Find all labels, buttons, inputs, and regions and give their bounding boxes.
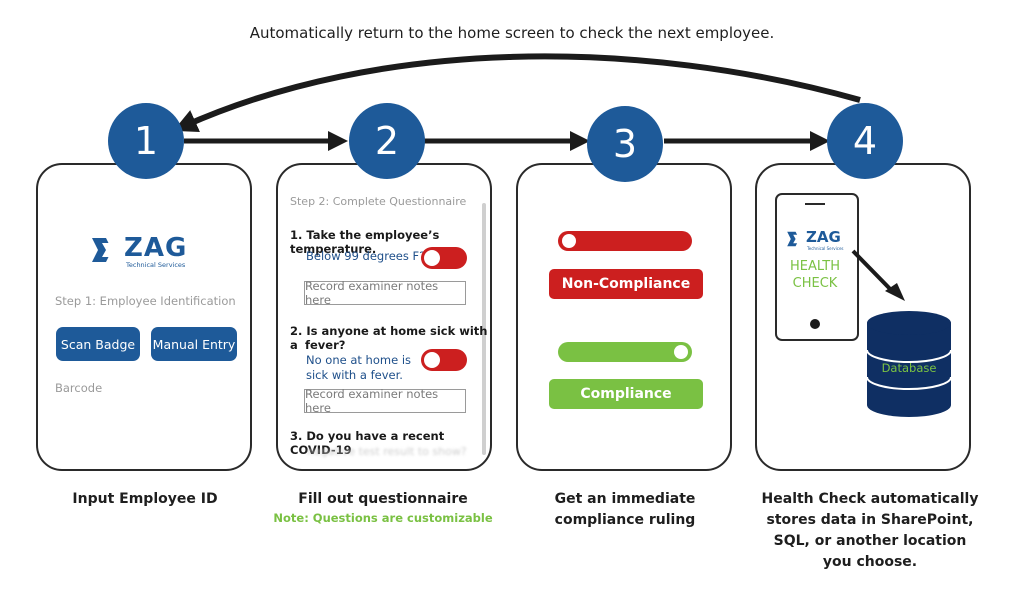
zag-logo-small-icon <box>787 231 801 247</box>
step-2-title: Step 2: Complete Questionnaire <box>290 195 467 208</box>
step-4-label-line-2: stores data in SharePoint, <box>766 512 974 528</box>
phone-frame: ZAG Technical Services HEALTH CHECK <box>775 193 859 341</box>
health-check-line-1: HEALTH <box>789 259 841 274</box>
phone-speaker <box>805 203 825 205</box>
question-2-line-1: 2. Is anyone at home sick with a <box>290 324 488 352</box>
question-2-toggle[interactable] <box>421 349 467 371</box>
phone-home-button <box>810 319 820 329</box>
question-2-line-2: fever? <box>305 338 346 352</box>
noncompliance-badge: Non-Compliance <box>549 269 703 299</box>
barcode-label: Barcode <box>55 381 103 395</box>
question-1: 1. Take the employee’s temperature. <box>290 228 440 256</box>
compliance-badge: Compliance <box>549 379 703 409</box>
step-1-circle: 1 <box>108 103 184 179</box>
scan-badge-button[interactable]: Scan Badge <box>56 327 140 361</box>
question-3: 3. Do you have a recent COVID-19 <box>290 429 445 457</box>
card-step-1: ZAG Technical Services Step 1: Employee … <box>36 163 252 471</box>
step-2-label: Fill out questionnaire <box>298 491 468 507</box>
step-4-label-line-1: Health Check automatically <box>761 491 979 507</box>
question-2-option-line-1: No one at home is <box>306 353 412 367</box>
question-2-option-line-2: sick with a fever. <box>306 368 403 382</box>
phone-to-database-arrow <box>851 249 905 301</box>
card-step-4: ZAG Technical Services HEALTH CHECK Data… <box>755 163 971 471</box>
zag-logo-icon <box>92 238 114 262</box>
database-icon <box>866 311 952 417</box>
scrollbar[interactable] <box>482 203 486 455</box>
question-1-option: Below 99 degrees F? <box>306 249 426 263</box>
health-check-line-2: CHECK <box>792 276 838 291</box>
return-arrow <box>173 53 861 133</box>
noncompliance-toggle[interactable] <box>558 231 692 251</box>
return-caption: Automatically return to the home screen … <box>249 24 775 42</box>
question-1-notes-input[interactable]: Record examiner notes here <box>304 279 466 307</box>
step-4-label-line-3: SQL, or another location <box>773 533 967 549</box>
zag-logo-text: ZAG <box>124 233 188 263</box>
step-3-label-line-1: Get an immediate <box>554 491 696 507</box>
phone-logo-subtitle: Technical Services <box>807 246 844 251</box>
question-1-toggle[interactable] <box>421 247 467 269</box>
step-3-label-line-2: compliance ruling <box>554 512 696 528</box>
step-2-circle: 2 <box>349 103 425 179</box>
card-step-3: Non-Compliance Compliance <box>516 163 732 471</box>
question-2-notes-input[interactable]: Record examiner notes here <box>304 387 466 415</box>
card-step-2: Step 2: Complete Questionnaire 1. Take t… <box>276 163 492 471</box>
question-3-faded-line: negative test result to show? <box>307 445 467 458</box>
step-1-title: Step 1: Employee Identification <box>55 294 236 308</box>
database-label: Database <box>881 361 937 375</box>
step-4-circle: 4 <box>827 103 903 179</box>
zag-logo: ZAG Technical Services <box>90 233 200 269</box>
step-1-label: Input Employee ID <box>72 491 218 507</box>
step-4-label-line-4: you choose. <box>822 554 918 570</box>
step-2-note: Note: Questions are customizable <box>273 511 493 525</box>
manual-entry-button[interactable]: Manual Entry <box>151 327 237 361</box>
zag-logo-subtitle: Technical Services <box>126 261 186 269</box>
phone-logo-text: ZAG <box>806 228 841 246</box>
compliance-toggle[interactable] <box>558 342 692 362</box>
step-3-circle: 3 <box>587 106 663 182</box>
